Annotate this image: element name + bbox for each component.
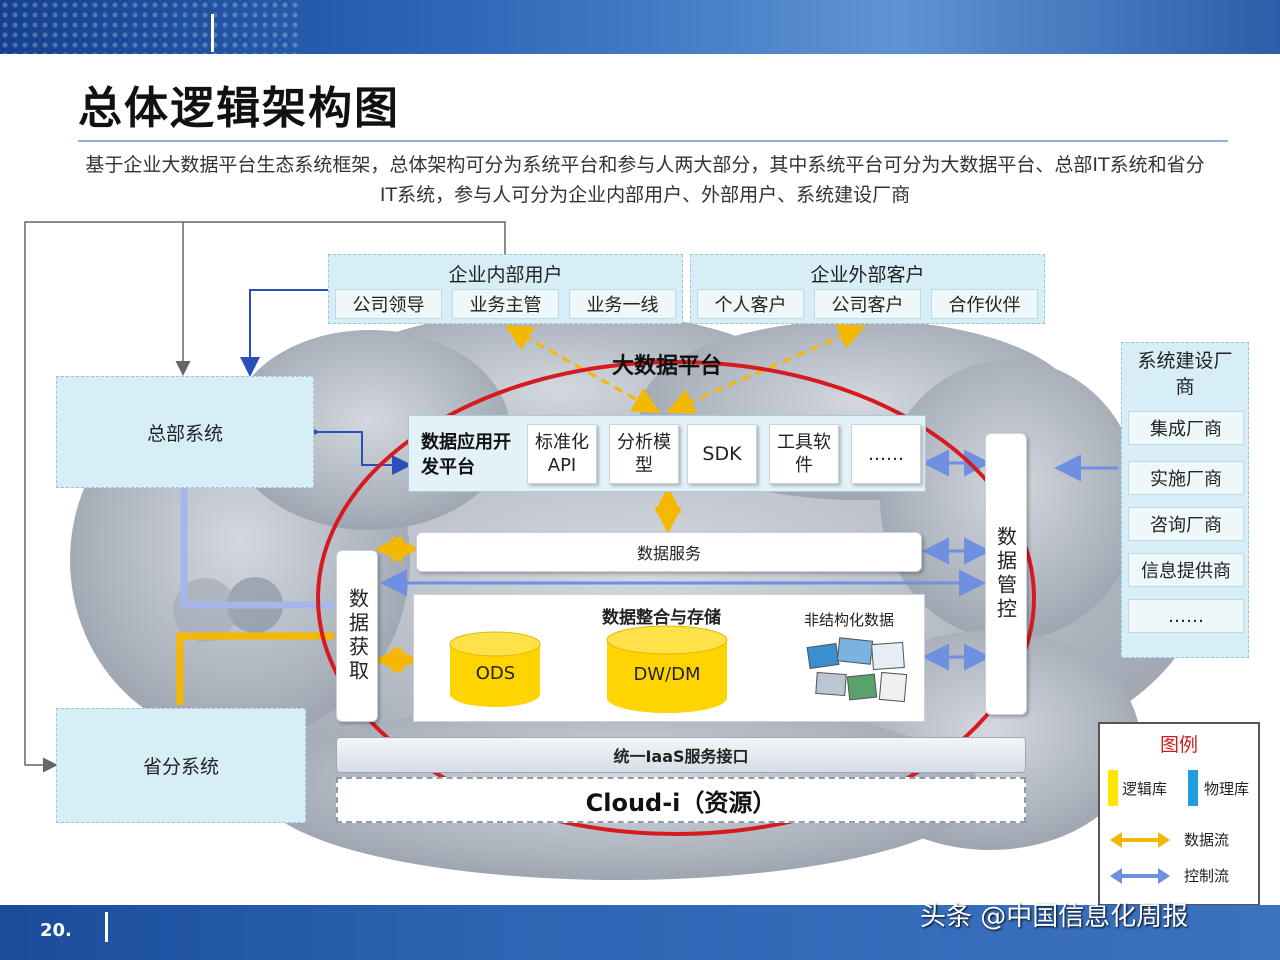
control-flow-arrow-icon [1110,868,1170,884]
storage-title: 数据整合与存储 [602,608,721,628]
internal-user-item: 业务一线 [569,289,676,319]
physical-db-swatch [1188,770,1198,806]
vendor-item: 集成厂商 [1128,411,1244,445]
data-flow-arrow-icon [1110,832,1170,848]
vendor-item: 咨询厂商 [1128,507,1244,541]
vendor-item: …… [1128,599,1244,633]
external-user-item: 合作伙伴 [931,289,1038,319]
hq-system-box: 总部系统 [56,376,314,488]
vendor-item: 信息提供商 [1128,553,1244,587]
dev-platform-label: 数据应用开发平台 [421,432,511,478]
cloud-resource-box: Cloud-i（资源） [336,777,1026,823]
ods-label: ODS [475,662,516,684]
logical-db-swatch [1108,770,1118,806]
external-users-title: 企业外部客户 [810,263,925,286]
data-service-bar: 数据服务 [416,532,922,572]
highlight-ellipse [316,360,1036,836]
dev-tool-model: 分析模型 [609,424,679,484]
dwdm-label: DW/DM [633,663,701,685]
dev-tool-software: 工具软件 [769,424,839,484]
bottom-banner [0,905,1280,960]
internal-users-group: 企业内部用户 公司领导 业务主管 业务一线 [328,254,683,324]
watermark: 头条 @中国信息化周报 [920,902,1189,932]
legend-title: 图例 [1159,733,1198,756]
legend-physical-db: 物理库 [1204,780,1250,798]
dev-tool-more: …… [851,424,921,484]
external-user-item: 公司客户 [814,289,921,319]
dwdm-cylinder [606,625,728,713]
external-users-group: 企业外部客户 个人客户 公司客户 合作伙伴 [690,254,1045,324]
legend: 图例 逻辑库 物理库 数据流 控制流 [1098,722,1260,906]
page-title: 总体逻辑架构图 [78,83,400,134]
unstructured-data-icon [802,633,914,713]
dev-tool-sdk: SDK [687,424,757,484]
legend-logical-db: 逻辑库 [1122,780,1168,798]
banner-divider [211,14,214,52]
internal-users-title: 企业内部用户 [448,263,563,286]
vendors-title: 系统建设厂商 [1137,350,1233,398]
vendors-panel: 系统建设厂商 集成厂商 实施厂商 咨询厂商 信息提供商 …… [1121,342,1249,658]
internal-user-item: 业务主管 [452,289,559,319]
ods-cylinder [449,631,541,707]
vendor-item: 实施厂商 [1128,461,1244,495]
page-number: 20. [40,920,72,941]
legend-control-flow: 控制流 [1184,867,1230,885]
page-description: 基于企业大数据平台生态系统框架，总体架构可分为系统平台和参与人两大部分，其中系统… [85,154,1205,206]
title-rule [78,140,1228,142]
internal-user-item: 公司领导 [335,289,442,319]
data-control-bar: 数据管控 [985,433,1027,715]
province-system-box: 省分系统 [56,708,306,823]
legend-data-flow: 数据流 [1184,831,1230,849]
unstructured-label: 非结构化数据 [804,611,895,629]
external-user-item: 个人客户 [697,289,804,319]
iaas-interface-bar: 统一IaaS服务接口 [336,737,1026,773]
dev-platform-row: 数据应用开发平台 标准化API 分析模型 SDK 工具软件 …… [408,415,926,492]
data-acquisition-bar: 数据获取 [336,550,378,722]
footer-divider [105,912,108,942]
platform-label: 大数据平台 [612,354,723,379]
dev-tool-api: 标准化API [527,424,597,484]
